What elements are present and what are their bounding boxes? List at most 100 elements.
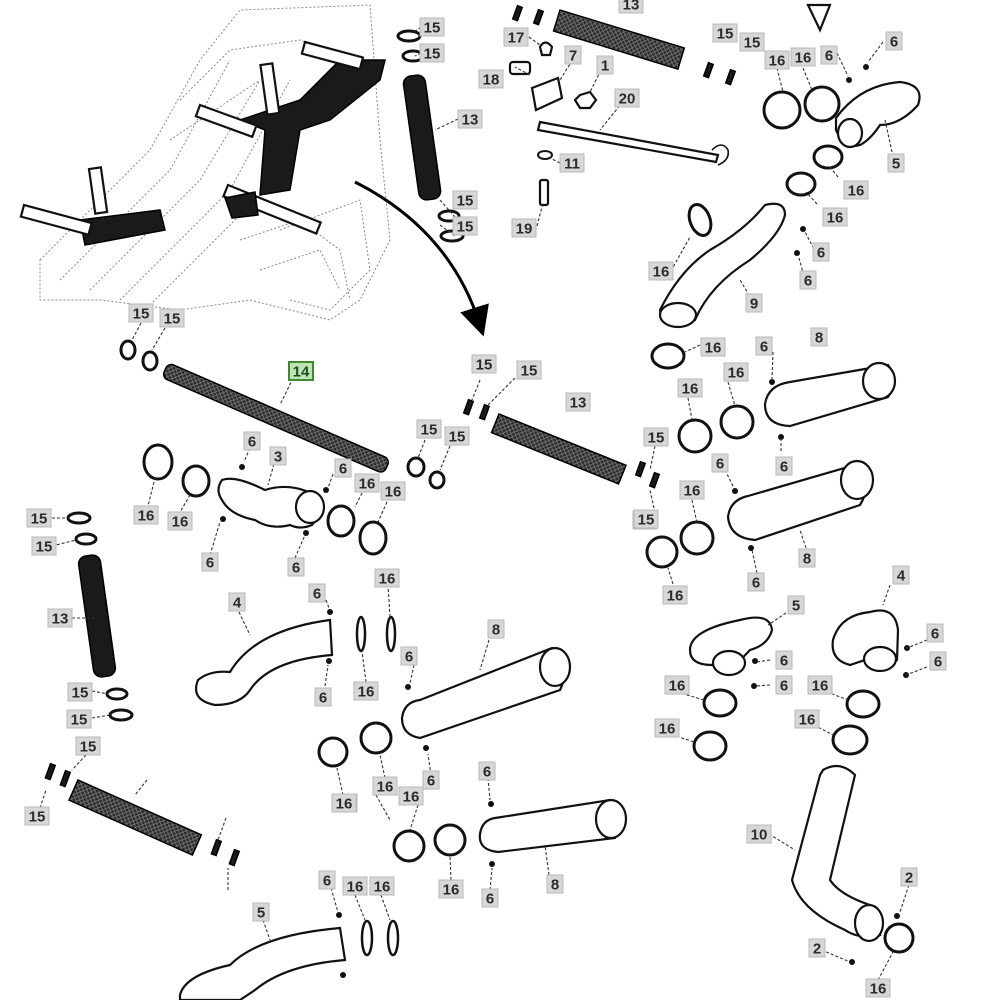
callout-15[interactable]: 15: [26, 508, 52, 528]
callout-6[interactable]: 6: [478, 761, 496, 781]
callout-16[interactable]: 16: [807, 675, 833, 695]
callout-14-highlighted[interactable]: 14: [288, 361, 314, 381]
callout-6[interactable]: 6: [775, 675, 793, 695]
callout-16[interactable]: 16: [167, 511, 193, 531]
callout-6[interactable]: 6: [287, 557, 305, 577]
hose-4-left[interactable]: [194, 609, 397, 707]
callout-15[interactable]: 15: [24, 806, 50, 826]
callout-8[interactable]: 8: [546, 874, 564, 894]
callout-5[interactable]: 5: [252, 902, 270, 922]
hose-8-middle-upper[interactable]: [317, 646, 572, 768]
bracket-hardware[interactable]: [508, 3, 832, 207]
callout-16[interactable]: 16: [380, 481, 406, 501]
callout-16[interactable]: 16: [664, 675, 690, 695]
callout-6[interactable]: 6: [711, 453, 729, 473]
callout-6[interactable]: 6: [318, 870, 336, 890]
callout-16[interactable]: 16: [723, 362, 749, 382]
callout-19[interactable]: 19: [511, 218, 537, 238]
callout-2[interactable]: 2: [808, 938, 826, 958]
callout-16[interactable]: 16: [790, 47, 816, 67]
callout-15[interactable]: 15: [67, 682, 93, 702]
callout-9[interactable]: 9: [745, 293, 763, 313]
callout-17[interactable]: 17: [503, 27, 529, 47]
callout-6[interactable]: 6: [334, 458, 352, 478]
callout-3[interactable]: 3: [269, 446, 287, 466]
callout-16[interactable]: 16: [843, 180, 869, 200]
hose-5-right[interactable]: [688, 616, 774, 762]
callout-5[interactable]: 5: [787, 595, 805, 615]
spring-13-middle[interactable]: [462, 398, 661, 489]
hose-4-right[interactable]: [831, 609, 910, 756]
callout-16[interactable]: 16: [372, 776, 398, 796]
lever-assembly[interactable]: [19, 40, 386, 246]
callout-15[interactable]: 15: [739, 32, 765, 52]
callout-15[interactable]: 15: [66, 709, 92, 729]
callout-15[interactable]: 15: [452, 216, 478, 236]
callout-18[interactable]: 18: [478, 69, 504, 89]
callout-6[interactable]: 6: [775, 650, 793, 670]
callout-13[interactable]: 13: [618, 0, 644, 14]
callout-15[interactable]: 15: [419, 43, 445, 63]
callout-15[interactable]: 15: [633, 509, 659, 529]
callout-6[interactable]: 6: [400, 646, 418, 666]
hose-5-top[interactable]: [762, 64, 921, 256]
callout-5[interactable]: 5: [887, 153, 905, 173]
hose-8-upper-right[interactable]: [650, 342, 897, 454]
callout-16[interactable]: 16: [398, 786, 424, 806]
callout-8[interactable]: 8: [810, 327, 828, 347]
callout-6[interactable]: 6: [799, 270, 817, 290]
callout-15[interactable]: 15: [516, 360, 542, 380]
callout-6[interactable]: 6: [926, 623, 944, 643]
callout-15[interactable]: 15: [159, 308, 185, 328]
callout-16[interactable]: 16: [133, 505, 159, 525]
callout-7[interactable]: 7: [564, 45, 582, 65]
hose-8-middle-lower[interactable]: [392, 798, 628, 867]
callout-20[interactable]: 20: [614, 88, 640, 108]
callout-8[interactable]: 8: [798, 548, 816, 568]
callout-16[interactable]: 16: [794, 709, 820, 729]
callout-10[interactable]: 10: [746, 824, 772, 844]
callout-16[interactable]: 16: [679, 480, 705, 500]
callout-13[interactable]: 13: [565, 392, 591, 412]
callout-15[interactable]: 15: [419, 17, 445, 37]
callout-6[interactable]: 6: [243, 431, 261, 451]
callout-2[interactable]: 2: [900, 867, 918, 887]
callout-16[interactable]: 16: [654, 718, 680, 738]
callout-6[interactable]: 6: [308, 583, 326, 603]
callout-16[interactable]: 16: [354, 473, 380, 493]
spring-13-bottom[interactable]: [44, 762, 241, 867]
hose-5-bottom[interactable]: [178, 912, 400, 1000]
callout-15[interactable]: 15: [128, 303, 154, 323]
callout-4[interactable]: 4: [892, 565, 910, 585]
callout-16[interactable]: 16: [764, 50, 790, 70]
callout-6[interactable]: 6: [314, 687, 332, 707]
callout-16[interactable]: 16: [438, 879, 464, 899]
callout-15[interactable]: 15: [471, 354, 497, 374]
screen-14[interactable]: [119, 339, 446, 490]
callout-13[interactable]: 13: [457, 109, 483, 129]
callout-15[interactable]: 15: [416, 419, 442, 439]
callout-16[interactable]: 16: [677, 378, 703, 398]
callout-15[interactable]: 15: [452, 190, 478, 210]
callout-15[interactable]: 15: [712, 23, 738, 43]
callout-6[interactable]: 6: [481, 888, 499, 908]
callout-6[interactable]: 6: [775, 456, 793, 476]
callout-8[interactable]: 8: [487, 619, 505, 639]
callout-16[interactable]: 16: [700, 337, 726, 357]
callout-13[interactable]: 13: [47, 608, 73, 628]
callout-16[interactable]: 16: [342, 876, 368, 896]
hose-3[interactable]: [142, 443, 388, 556]
hose-9[interactable]: [658, 202, 787, 329]
callout-15[interactable]: 15: [643, 427, 669, 447]
callout-16[interactable]: 16: [648, 261, 674, 281]
callout-11[interactable]: 11: [559, 153, 585, 173]
hose-8-lower-right[interactable]: [645, 459, 875, 569]
callout-16[interactable]: 16: [353, 681, 379, 701]
callout-6[interactable]: 6: [747, 572, 765, 592]
callout-6[interactable]: 6: [820, 45, 838, 65]
callout-16[interactable]: 16: [865, 978, 891, 998]
callout-15[interactable]: 15: [444, 426, 470, 446]
callout-6[interactable]: 6: [422, 770, 440, 790]
callout-16[interactable]: 16: [822, 207, 848, 227]
callout-15[interactable]: 15: [31, 536, 57, 556]
